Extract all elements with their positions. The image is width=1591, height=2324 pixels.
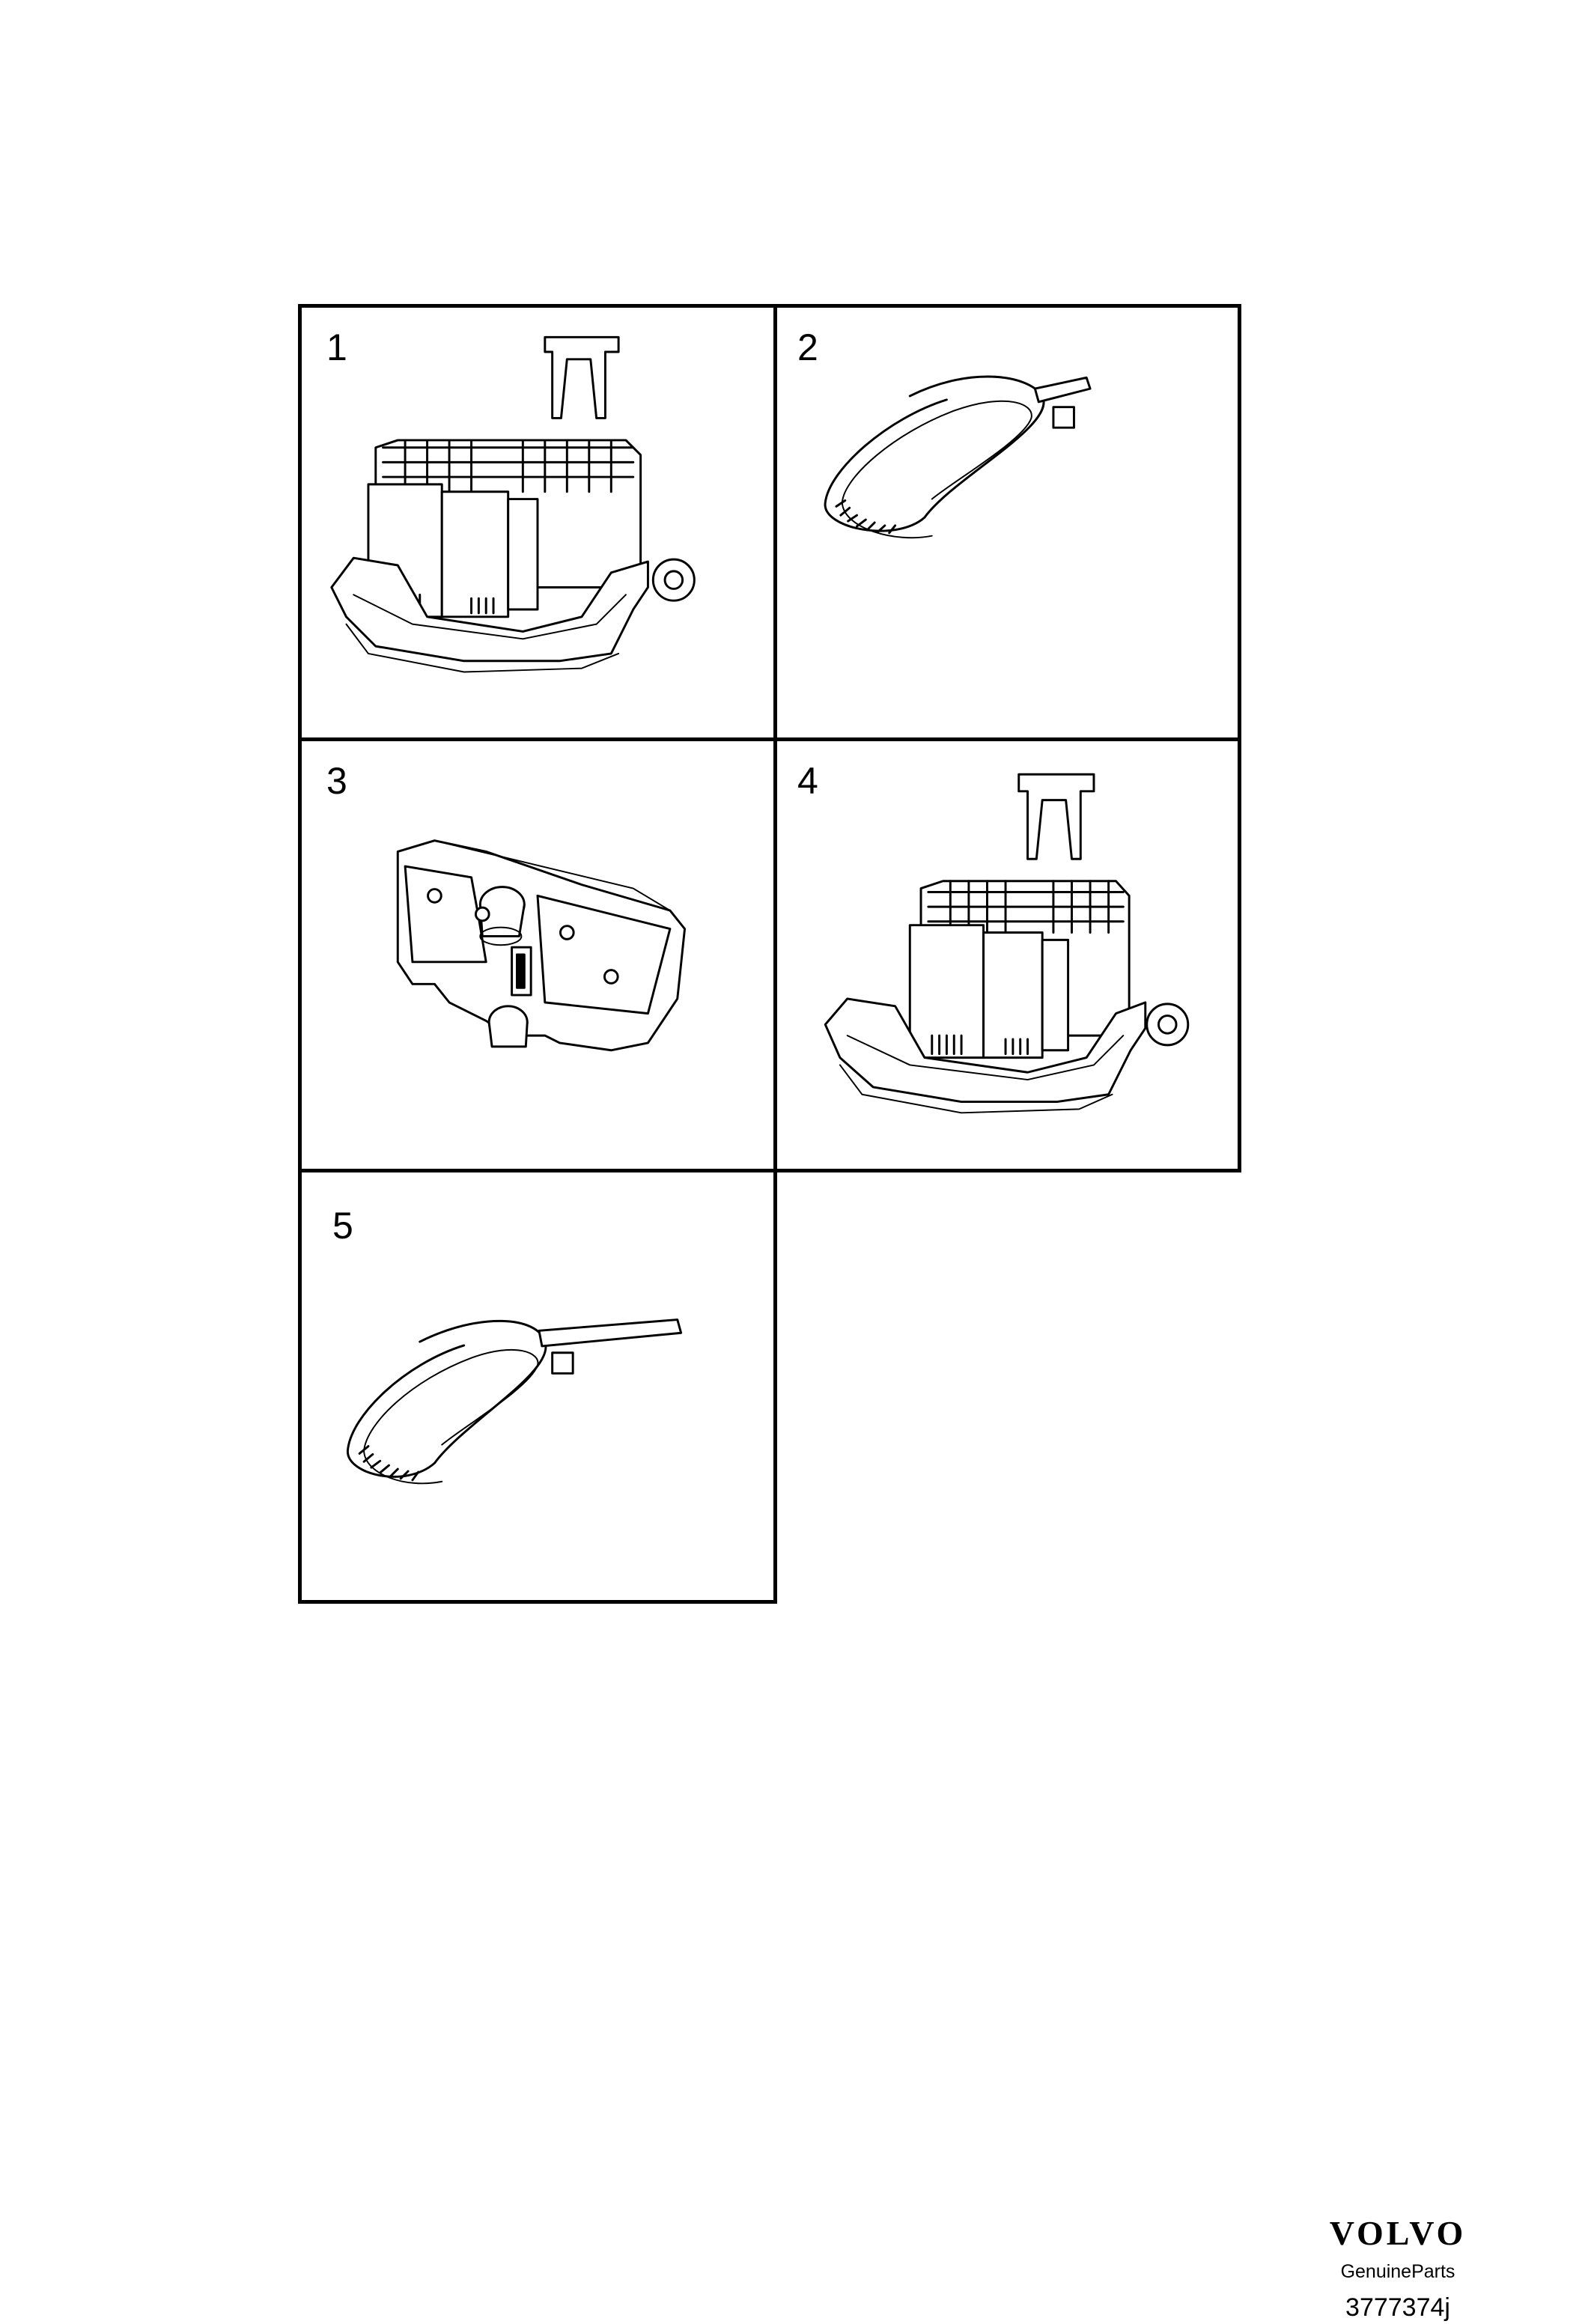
item-number-5: 5	[332, 1205, 353, 1247]
item-number-2: 2	[797, 326, 818, 368]
genuine-parts-label: GenuineParts	[1340, 2261, 1455, 2282]
part-cell-5: 5	[298, 1169, 777, 1604]
volvo-brand-block: VOLVO GenuineParts 3777374j	[1286, 2216, 1510, 2323]
cable-tie-icon	[824, 375, 1092, 539]
illustration-reference: 3777374j	[1345, 2293, 1450, 2322]
volvo-logo: VOLVO	[1329, 2214, 1467, 2252]
item-number-1: 1	[326, 326, 347, 368]
part-cell-4: 4	[773, 737, 1241, 1172]
relay-box-with-bracket-icon	[824, 773, 1190, 1114]
holder-plate-icon	[396, 839, 687, 1052]
part-cell-2: 2	[773, 304, 1241, 741]
part-cell-1: 1	[298, 304, 777, 741]
item-number-3: 3	[326, 760, 347, 802]
item-number-4: 4	[797, 760, 818, 802]
part-cell-3: 3	[298, 737, 777, 1172]
cable-tie-icon	[346, 1318, 683, 1485]
relay-box-with-bracket-icon	[330, 335, 696, 673]
parts-grid: 1	[298, 304, 1241, 1604]
